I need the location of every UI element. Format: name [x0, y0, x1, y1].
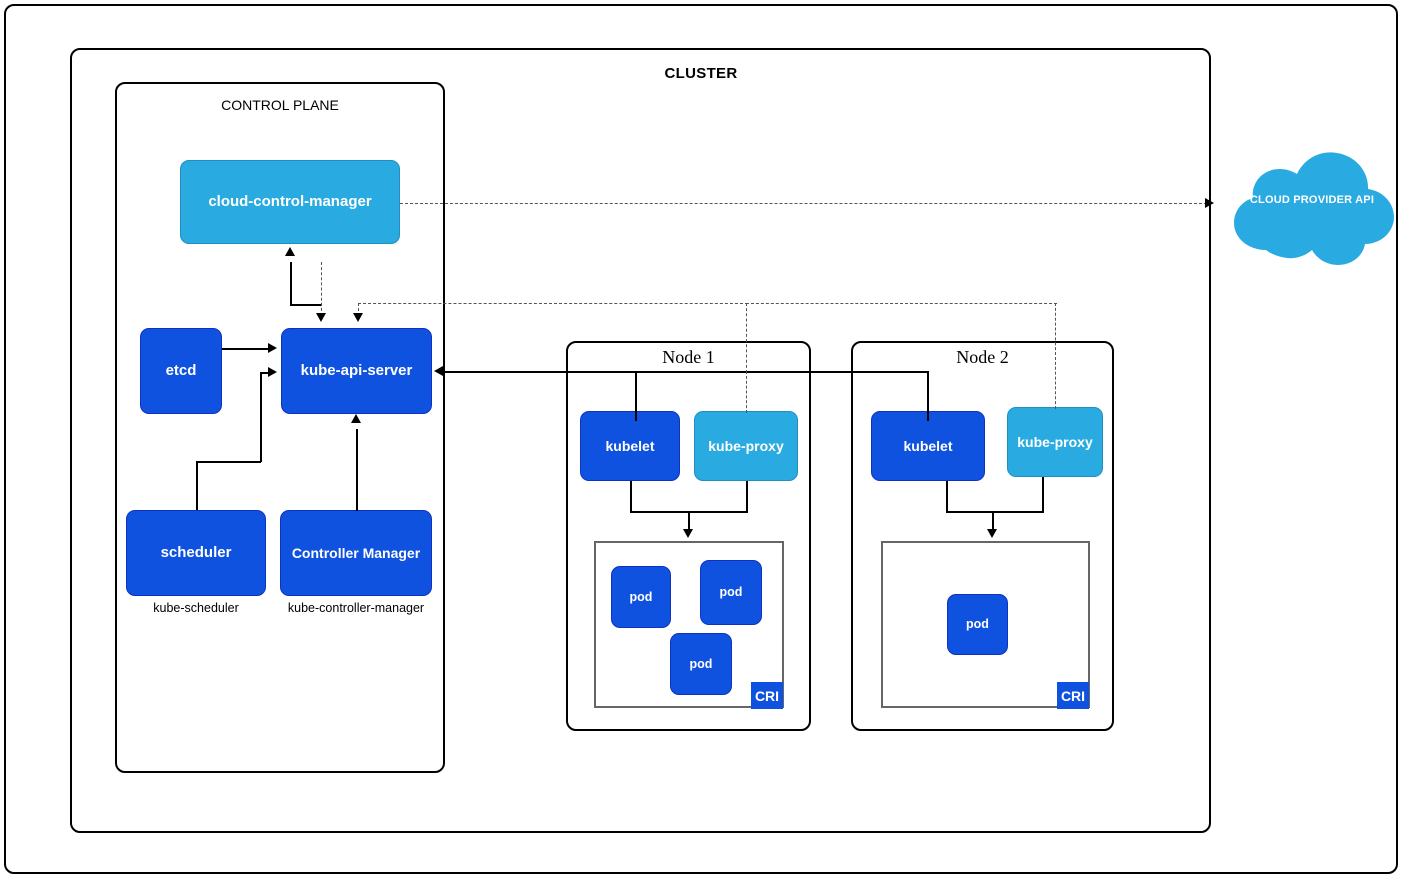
- connector-proxy-into-apiserver-arrowhead: [353, 313, 363, 322]
- cluster-boundary: [70, 48, 1211, 833]
- node-1-pod-3[interactable]: pod: [670, 633, 732, 695]
- connector-node2-kubelet-vertical: [927, 371, 929, 421]
- connector-proxy-into-apiserver-vertical: [358, 303, 359, 316]
- node-1-boundary: [566, 341, 811, 731]
- node-2-title: Node 2: [956, 347, 1009, 367]
- connector-apiserver-to-ccm-arrowhead: [285, 247, 295, 256]
- connector-scheduler-vertical-2: [260, 372, 262, 462]
- node2-cri-arrowhead: [987, 529, 997, 538]
- connector-scheduler-horizontal: [196, 461, 261, 463]
- control-plane-title: CONTROL PLANE: [221, 97, 339, 113]
- node-2-kubelet-box[interactable]: kubelet: [871, 411, 985, 481]
- node-2-cri-badge: CRI: [1057, 682, 1089, 709]
- connector-ccm-to-cloud-arrowhead: [1205, 198, 1214, 208]
- node-2-boundary: [851, 341, 1114, 731]
- node2-proxy-down: [1042, 477, 1044, 513]
- node-1-pod-1[interactable]: pod: [611, 566, 671, 628]
- connector-node1-kubelet-vertical: [635, 371, 637, 421]
- connector-scheduler-into-apiserver: [260, 372, 272, 374]
- connector-node1-proxy-horizontal: [358, 303, 748, 304]
- scheduler-box[interactable]: scheduler: [126, 510, 266, 596]
- node-1-kube-proxy-box[interactable]: kube-proxy: [694, 411, 798, 481]
- kube-api-server-box[interactable]: kube-api-server: [281, 328, 432, 414]
- cloud-provider-api-shape[interactable]: [1222, 138, 1402, 268]
- connector-ctrlmgr-arrowhead: [351, 414, 361, 423]
- connector-ccm-to-apiserver-dashed: [321, 262, 322, 316]
- node1-kubelet-down: [630, 481, 632, 513]
- connector-ccm-to-cloud-dashed: [400, 203, 1212, 204]
- node1-cri-drop: [688, 511, 690, 533]
- node1-cri-arrowhead: [683, 529, 693, 538]
- control-plane-boundary: [115, 82, 445, 773]
- controller-manager-box[interactable]: Controller Manager: [280, 510, 432, 596]
- node-1-cri-container: [594, 541, 784, 708]
- connector-scheduler-arrowhead: [268, 367, 277, 377]
- connector-scheduler-vertical: [196, 461, 198, 510]
- node2-cri-bus: [946, 511, 1044, 513]
- node-2-kube-proxy-box[interactable]: kube-proxy: [1007, 407, 1103, 477]
- node-2-pod-1[interactable]: pod: [947, 594, 1008, 655]
- node1-proxy-down: [746, 481, 748, 513]
- connector-etcd-to-apiserver-arrowhead: [268, 343, 277, 353]
- connector-ccm-to-apiserver-arrowhead: [316, 313, 326, 322]
- connector-node1-kubelet-horizontal: [444, 371, 636, 373]
- connector-etcd-to-apiserver: [222, 348, 272, 350]
- node2-kubelet-down: [946, 481, 948, 513]
- connector-apiserver-to-ccm-horizontal: [290, 304, 322, 306]
- node-2-cri-container: [881, 541, 1090, 708]
- connector-node1-proxy-riser: [746, 303, 747, 373]
- cluster-title: CLUSTER: [664, 65, 738, 82]
- connector-node1-proxy-vertical: [746, 371, 747, 413]
- scheduler-caption: kube-scheduler: [153, 601, 239, 615]
- node2-cri-drop: [992, 511, 994, 533]
- connector-node2-proxy-vertical: [1055, 303, 1056, 409]
- page-frame: [4, 4, 1398, 874]
- controller-manager-caption: kube-controller-manager: [287, 601, 425, 615]
- connector-node1-kubelet-arrowhead: [434, 366, 443, 376]
- etcd-box[interactable]: etcd: [140, 328, 222, 414]
- node-1-cri-badge: CRI: [751, 682, 783, 709]
- connector-node2-kubelet-horizontal: [635, 371, 929, 373]
- node-1-title: Node 1: [662, 347, 715, 367]
- connector-node2-proxy-horizontal: [746, 303, 1057, 304]
- node-1-pod-2[interactable]: pod: [700, 560, 762, 625]
- cloud-control-manager-box[interactable]: cloud-control-manager: [180, 160, 400, 244]
- connector-apiserver-to-ccm-vertical: [290, 262, 292, 306]
- node-1-kubelet-box[interactable]: kubelet: [580, 411, 680, 481]
- connector-ctrlmgr-to-apiserver: [356, 429, 358, 511]
